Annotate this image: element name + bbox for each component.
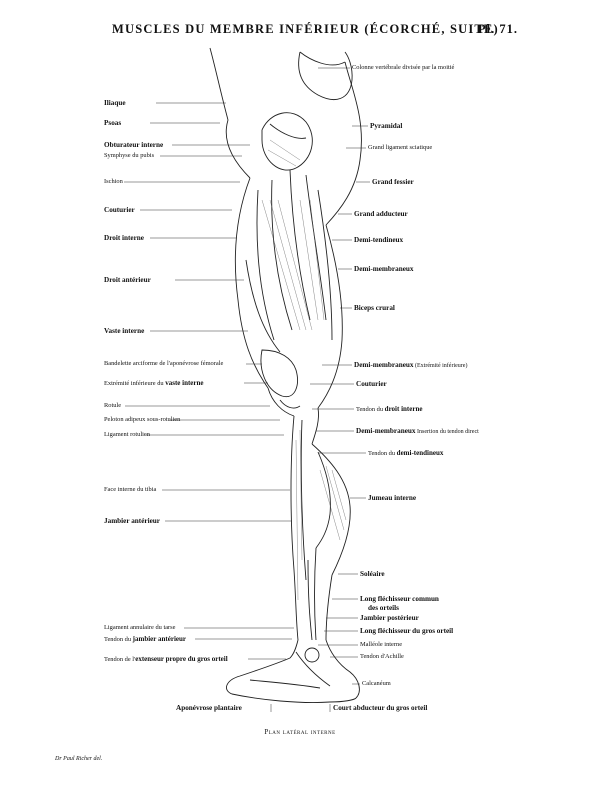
label-bandelette-arciforme: Bandelette arciforme de l'aponévrose fém…: [104, 360, 224, 367]
label-demi-tendineux: Demi-tendineux: [354, 236, 404, 244]
label-tendon-achille: Tendon d'Achille: [360, 653, 404, 660]
label-obturateur-interne: Obturateur interne: [104, 141, 164, 149]
label-calcaneum: Calcanéum: [362, 680, 391, 687]
label-grand-adducteur: Grand adducteur: [354, 210, 408, 218]
label-grand-fessier: Grand fessier: [372, 178, 414, 186]
label-tendon-demi-tendineux: Tendon du demi-tendineux: [368, 449, 444, 457]
label-demi-membraneux: Demi-membraneux: [354, 265, 414, 273]
label-pyramidal: Pyramidal: [370, 122, 403, 130]
label-long-flechisseur-gros-orteil: Long fléchisseur du gros orteil: [360, 627, 454, 635]
figure-caption: Plan latéral interne: [264, 728, 336, 736]
label-demi-membraneux-insertion: Demi-membraneux Insertion du tendon dire…: [356, 427, 479, 435]
label-tendon-jambier-anterieur: Tendon du jambier antérieur: [104, 635, 186, 643]
label-jumeau-interne: Jumeau interne: [368, 494, 417, 502]
label-long-flechisseur-commun: Long fléchisseur commun: [360, 595, 439, 603]
label-peloton-adipeux: Peloton adipeux sous-rotulien: [104, 416, 181, 423]
label-demi-membraneux-extremite: Demi-membraneux (Extrémité inférieure): [354, 361, 468, 369]
label-ligament-annulaire: Ligament annulaire du tarse: [104, 624, 176, 631]
label-des-orteils: des orteils: [368, 604, 399, 612]
label-droit-interne: Droit interne: [104, 234, 144, 242]
label-vaste-interne: Vaste interne: [104, 327, 145, 335]
label-colonne-vertebrale: Colonne vertébrale divisée par la moitié: [352, 64, 455, 71]
label-ischion: Ischion: [104, 178, 123, 185]
page-title: MUSCLES DU MEMBRE INFÉRIEUR (ÉCORCHÉ, SU…: [112, 22, 499, 36]
label-grand-ligament-sciatique: Grand ligament sciatique: [368, 144, 433, 151]
label-rotule: Rotule: [104, 402, 122, 409]
label-symphyse-pubis: Symphyse du pubis: [104, 152, 155, 159]
label-face-interne-tibia: Face interne du tibia: [104, 486, 157, 493]
label-tendon-droit-interne: Tendon du droit interne: [356, 405, 423, 413]
label-aponevrose-plantaire: Aponévrose plantaire: [176, 704, 242, 712]
plate-number: Pl. 71.: [478, 22, 518, 36]
label-psoas: Psoas: [104, 119, 122, 127]
artist-credit: Dr Paul Richer del.: [55, 756, 103, 762]
label-tendon-extenseur: Tendon de l'extenseur propre du gros ort…: [104, 655, 228, 663]
label-jambier-anterieur: Jambier antérieur: [104, 517, 160, 525]
label-soleaire: Soléaire: [360, 570, 385, 578]
label-malleole-interne: Malléole interne: [360, 641, 403, 648]
label-extremite-vaste-interne: Extrémité inférieure du vaste interne: [104, 379, 204, 387]
label-jambier-posterieur: Jambier postérieur: [360, 614, 419, 622]
label-iliaque: Iliaque: [104, 99, 126, 107]
label-court-abducteur: Court abducteur du gros orteil: [333, 704, 428, 712]
label-couturier-right: Couturier: [356, 380, 387, 388]
label-ligament-rotulien: Ligament rotulien: [104, 431, 150, 438]
label-droit-anterieur: Droit antérieur: [104, 276, 151, 284]
label-couturier: Couturier: [104, 206, 135, 214]
label-biceps-crural: Biceps crural: [354, 304, 395, 312]
